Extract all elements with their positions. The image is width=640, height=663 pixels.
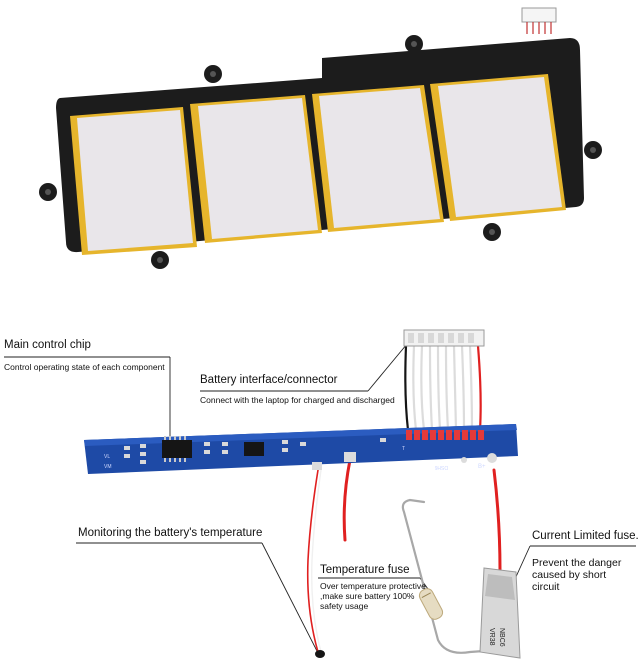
pcb-marking-vm: VM <box>104 464 112 470</box>
temperature-fuse <box>418 588 444 620</box>
battery-cell <box>319 88 440 228</box>
pcb-marking-vl: VL <box>104 454 110 460</box>
thermistor-wire <box>306 469 319 653</box>
leader-temp-monitor <box>261 542 319 654</box>
pcb-board: VL VM DSH6 B+ T <box>84 424 518 474</box>
mosfet-chip <box>244 442 264 456</box>
battery-pack <box>39 7 602 269</box>
fuse-marking-vr38: VR38 <box>488 628 495 646</box>
temperature-monitor-title: Monitoring the battery's temperature <box>78 527 263 539</box>
temperature-fuse-title: Temperature fuse <box>320 564 410 576</box>
thermistor-bead <box>315 650 325 658</box>
main-chip-desc: Control operating state of each componen… <box>4 362 165 372</box>
fuse-lead <box>401 498 500 654</box>
battery-cell <box>77 110 193 251</box>
wires <box>306 344 502 654</box>
connector-desc: Connect with the laptop for charged and … <box>200 395 395 405</box>
temp-fuse-wire <box>342 458 352 542</box>
temperature-fuse-desc: Over temperature protective ,make sure b… <box>320 581 426 611</box>
pcb-marking-t: T <box>402 446 405 452</box>
current-limited-fuse: NBC6 VR38 <box>479 567 521 659</box>
main-control-chip <box>162 440 192 458</box>
battery-cell <box>198 98 318 239</box>
current-fuse-desc: Prevent the danger caused by short circu… <box>532 557 622 594</box>
current-fuse-title: Current Limited fuse. <box>532 530 639 542</box>
battery-connector <box>521 7 557 23</box>
battery-cell <box>438 77 562 217</box>
pcb-marking-dsh6: DSH6 <box>434 464 448 470</box>
connector-plug <box>403 329 485 347</box>
connector-title: Battery interface/connector <box>200 374 338 386</box>
pcb-marking-b-plus: B+ <box>478 464 486 470</box>
main-chip-title: Main control chip <box>4 339 91 351</box>
current-fuse-wire <box>492 468 502 572</box>
fuse-marking-nbc6: NBC6 <box>498 628 505 647</box>
leader-connector <box>367 337 413 392</box>
